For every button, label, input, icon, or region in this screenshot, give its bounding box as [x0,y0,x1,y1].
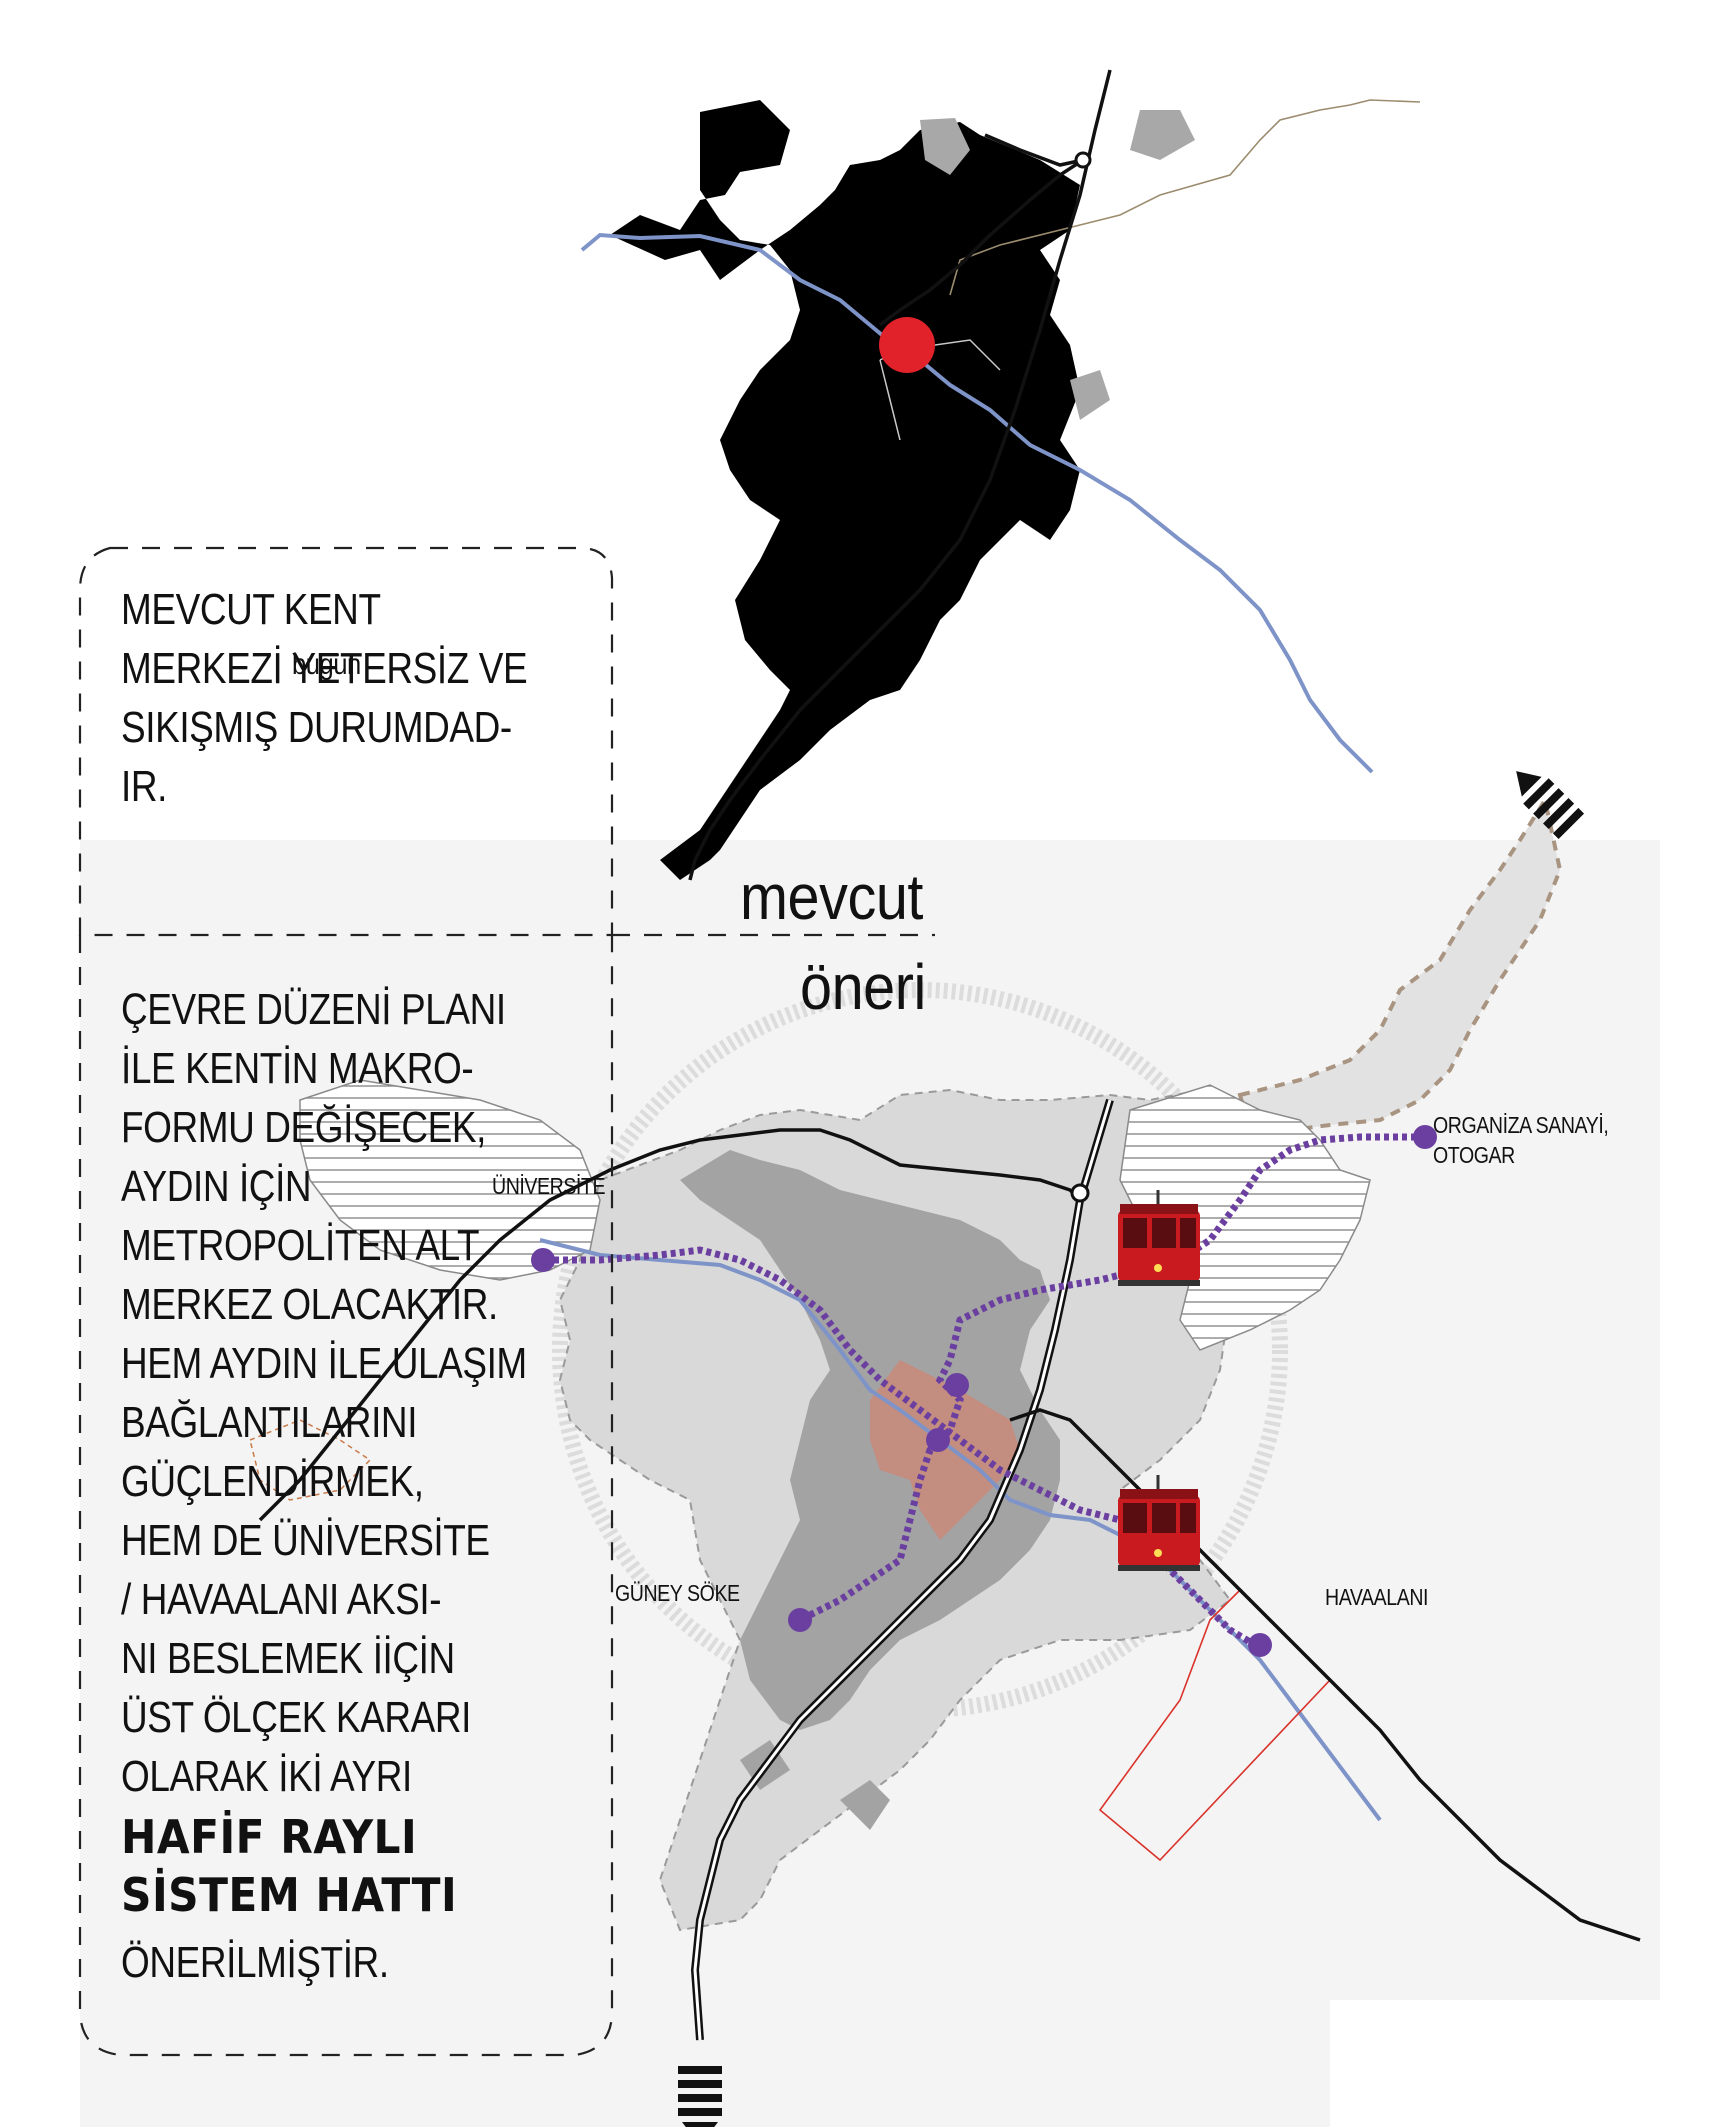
label-mevcut: mevcut [740,861,923,933]
university-zone [299,1079,601,1281]
coastline-area [1237,794,1563,1132]
junction-icon [1074,151,1092,169]
label-guney-soke: GÜNEY SÖKE [615,1580,740,1606]
junction-icon [1070,1183,1090,1203]
influence-ring [552,982,1288,1718]
station-center-1 [945,1373,969,1397]
station-organize [1413,1125,1437,1149]
railway-arrow-icon [1516,771,1585,840]
current-river [580,232,1374,774]
top-box-text: MEVCUT KENT MERKEZİ YETERSİZ VE SIKIŞMIŞ… [121,585,528,811]
railway-arrow-icon [678,2066,722,2127]
label-bugun: bugün [292,648,361,681]
station-center-2 [926,1428,950,1452]
lrt-line-1 [545,1246,1257,1649]
label-organize-2: OTOGAR [1433,1142,1515,1168]
bottom-box-bold-text: HAFİF RAYLI SİSTEM HATTI [121,1810,458,1922]
station-universite [531,1248,555,1272]
station-guney-soke [788,1608,812,1632]
current-center-marker [879,317,935,373]
tram-icon [1118,1475,1200,1571]
new-center-zone [870,1360,1020,1540]
label-organize-1: ORGANİZA SANAYİ, [1433,1112,1609,1138]
tram-icon [1118,1190,1200,1286]
label-oneri: öneri [800,951,926,1023]
proposed-city-map [249,771,1641,2127]
bottom-box-ending: ÖNERİLMİŞTİR. [121,1938,389,1987]
label-havaalani: HAVAALANI [1325,1584,1429,1610]
label-universite: ÜNİVERSİTE [492,1173,606,1199]
proposed-river [539,1238,1382,1822]
station-havaalani [1248,1633,1272,1657]
current-railway [688,69,1112,881]
lrt-line-2 [798,1133,1425,1624]
current-city-area [610,100,1080,880]
text-boxes-frame [78,546,935,2057]
bottom-box-text: ÇEVRE DÜZENİ PLANI İLE KENTİN MAKRO- FOR… [121,985,527,1801]
current-city-map [580,69,1421,881]
